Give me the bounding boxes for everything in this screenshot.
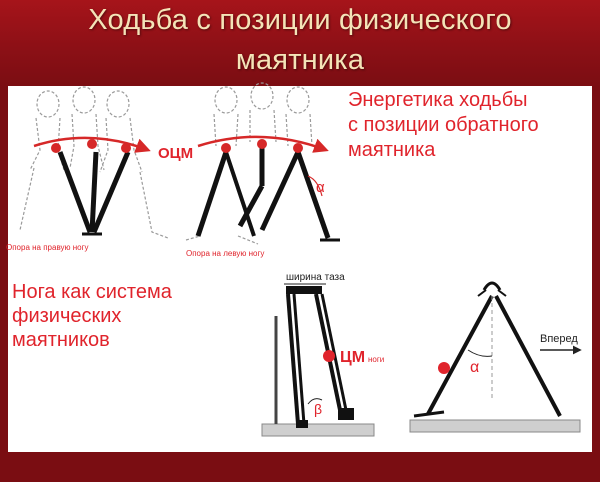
bottom-bar — [0, 452, 600, 482]
slide-title-line2: маятника — [235, 44, 365, 76]
beta-label: β — [314, 401, 322, 417]
cm-label: ЦМ — [340, 349, 365, 366]
leg-heading-line1: Нога как система — [12, 281, 173, 303]
support-right-caption: Опора на правую ногу — [6, 243, 89, 252]
walking-heading-line1: Энергетика ходьбы — [348, 89, 528, 111]
walking-heading-line3: маятника — [348, 139, 436, 161]
support-left-caption: Опора на левую ногу — [186, 249, 264, 258]
walker-right-support-legs — [33, 136, 151, 236]
walker-left-support-legs — [195, 135, 340, 242]
leg-heading-line2: физических — [12, 305, 121, 327]
leg-heading-line3: маятников — [12, 329, 110, 351]
ocm-label: ОЦМ — [158, 145, 193, 162]
alpha-label-pendulum: α — [470, 359, 479, 376]
pendulum-leg-diagram — [409, 281, 582, 433]
cm-sub-label: ноги — [368, 355, 384, 364]
pelvis-width-label: ширина таза — [286, 272, 345, 283]
title-band: Ходьба с позиции физического маятника — [0, 0, 600, 88]
leg-frame-diagram — [261, 283, 375, 437]
forward-label: Вперед — [540, 333, 578, 345]
alpha-label-walking: α — [316, 179, 325, 196]
walker-group-left-support — [185, 82, 313, 245]
slide-title-line1: Ходьба с позиции физического — [88, 4, 512, 36]
walking-heading-line2: с позиции обратного — [348, 114, 539, 136]
